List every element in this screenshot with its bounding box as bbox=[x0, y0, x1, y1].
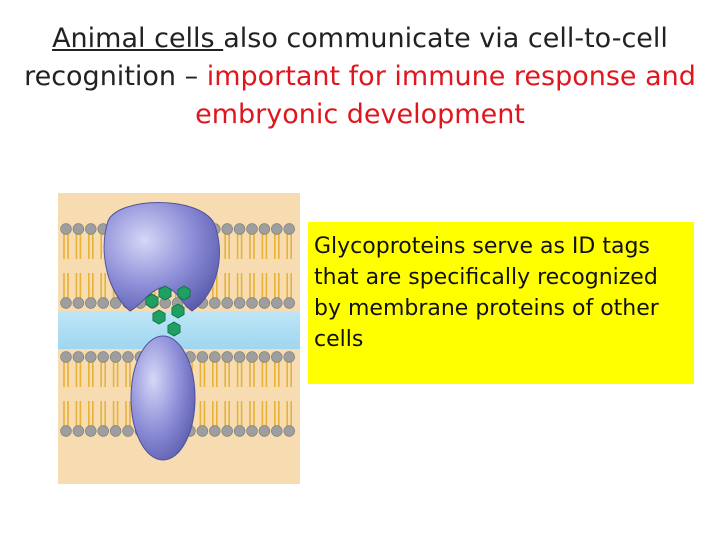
lipid-head bbox=[196, 351, 209, 363]
carbohydrate-tag-icon bbox=[145, 285, 191, 337]
lipid-head bbox=[258, 297, 271, 309]
glycoprotein-callout: Glycoproteins serve as ID tags that are … bbox=[308, 222, 694, 384]
lipid-head bbox=[283, 351, 295, 363]
sugar-hexagon bbox=[152, 309, 166, 325]
lipid-head bbox=[122, 425, 134, 437]
lipid-head bbox=[97, 425, 109, 437]
lipid-head bbox=[283, 297, 295, 309]
lipid-head bbox=[109, 297, 122, 309]
lipid-head bbox=[233, 297, 246, 309]
sugar-hexagon bbox=[171, 303, 185, 319]
callout-text: Glycoproteins serve as ID tags that are … bbox=[314, 234, 659, 352]
lipid-head bbox=[85, 223, 97, 235]
lipid-head bbox=[246, 297, 258, 309]
lipid-head bbox=[60, 351, 72, 363]
lipid-head bbox=[271, 351, 283, 363]
lipid-head bbox=[221, 223, 233, 235]
lipid-head bbox=[60, 223, 72, 235]
sugar-hexagon bbox=[145, 293, 159, 309]
lipid-head bbox=[258, 425, 271, 437]
title-underlined-phrase: Animal cells bbox=[52, 23, 224, 54]
lipid-head bbox=[209, 297, 221, 309]
sugar-hexagon bbox=[177, 285, 191, 301]
lipid-head bbox=[60, 297, 72, 309]
sugar-hexagon bbox=[158, 285, 172, 301]
lipid-head bbox=[60, 425, 72, 437]
lipid-head bbox=[271, 425, 283, 437]
lipid-head bbox=[221, 351, 233, 363]
lipid-head bbox=[246, 351, 258, 363]
lipid-head bbox=[122, 351, 134, 363]
lipid-head bbox=[283, 425, 295, 437]
lipid-head bbox=[85, 297, 97, 309]
lipid-head bbox=[72, 297, 85, 309]
lipid-head bbox=[246, 425, 258, 437]
lipid-head bbox=[258, 351, 271, 363]
lipid-head bbox=[85, 351, 97, 363]
lipid-head bbox=[271, 297, 283, 309]
lipid-head bbox=[97, 297, 109, 309]
title-highlight-text: important for immune response and embryo… bbox=[195, 61, 696, 130]
glycoprotein-icon bbox=[130, 335, 196, 461]
title-main-text: also communicate via cell-to-cell recogn… bbox=[24, 23, 668, 92]
lipid-head bbox=[283, 223, 295, 235]
sugar-hexagon bbox=[167, 321, 181, 337]
lipid-head bbox=[271, 223, 283, 235]
lipid-head bbox=[72, 351, 85, 363]
lipid-head bbox=[97, 351, 109, 363]
membrane-protein-receptor-icon bbox=[103, 202, 220, 312]
cell-recognition-diagram bbox=[58, 193, 300, 484]
lipid-head bbox=[109, 425, 122, 437]
lipid-head bbox=[221, 425, 233, 437]
lipid-head bbox=[233, 425, 246, 437]
lipid-head bbox=[209, 425, 221, 437]
lipid-head bbox=[233, 223, 246, 235]
lipid-head bbox=[109, 351, 122, 363]
lipid-head bbox=[258, 223, 271, 235]
lipid-head bbox=[72, 223, 85, 235]
lipid-head bbox=[246, 223, 258, 235]
slide-title: Animal cells also communicate via cell-t… bbox=[20, 20, 700, 134]
lipid-head bbox=[221, 297, 233, 309]
lipid-head bbox=[233, 351, 246, 363]
lipid-head bbox=[196, 425, 209, 437]
lipid-head bbox=[209, 351, 221, 363]
lipid-head bbox=[72, 425, 85, 437]
lipid-head bbox=[85, 425, 97, 437]
